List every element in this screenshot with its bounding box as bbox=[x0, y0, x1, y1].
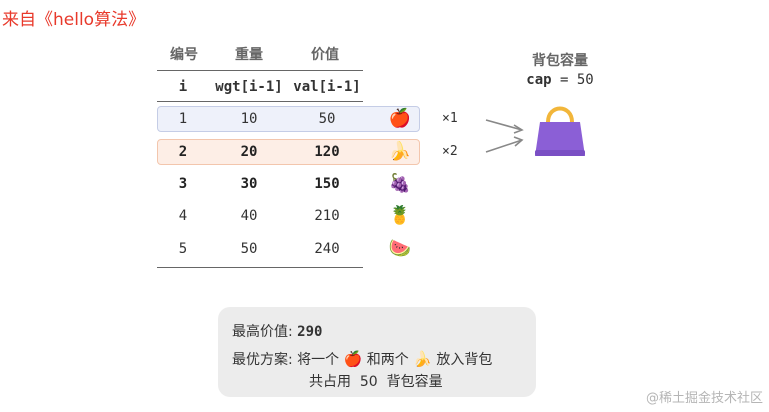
table-row: 4 40 210 🍍 bbox=[157, 203, 420, 229]
cell-id: 5 bbox=[178, 241, 188, 257]
apple-icon: 🍎 bbox=[343, 350, 363, 368]
subheader-val: val[i-1] bbox=[293, 79, 361, 95]
summary-max-value: 290 bbox=[297, 324, 323, 340]
bag-title: 背包容量 bbox=[532, 53, 588, 69]
cell-weight: 50 bbox=[240, 241, 258, 257]
grapes-icon: 🍇 bbox=[388, 173, 412, 194]
table-row: 1 10 50 🍎 bbox=[157, 106, 420, 132]
table-header-rule bbox=[157, 101, 363, 102]
multiplier-apple: ×1 bbox=[442, 111, 458, 126]
multiplier-banana: ×2 bbox=[442, 144, 458, 159]
table-bottom-rule bbox=[157, 267, 363, 268]
summary-plan-line: 最优方案: 将一个 🍎 和两个 🍌 放入背包 bbox=[232, 349, 492, 369]
cell-id: 4 bbox=[178, 208, 188, 224]
arrow-bottom bbox=[485, 139, 523, 153]
bag-cap-eq: = 50 bbox=[560, 72, 594, 88]
cell-weight: 30 bbox=[240, 176, 258, 192]
table-top-rule bbox=[157, 70, 363, 71]
subheader-wgt: wgt[i-1] bbox=[215, 79, 283, 95]
banana-icon: 🍌 bbox=[413, 350, 432, 368]
bag-base bbox=[535, 150, 585, 156]
summary-plan-part1: 将一个 bbox=[297, 352, 340, 368]
cell-value: 240 bbox=[314, 241, 340, 257]
summary-plan-label: 最优方案: bbox=[232, 352, 293, 368]
arrow-top bbox=[485, 119, 523, 131]
summary-max-line: 最高价值: 290 bbox=[232, 321, 322, 341]
handbag-icon bbox=[535, 106, 585, 156]
table-row: 5 50 240 🍉 bbox=[157, 236, 420, 262]
arrow-bottom-head bbox=[513, 136, 524, 147]
arrows bbox=[485, 119, 524, 153]
source-label: 来自《hello算法》 bbox=[2, 10, 146, 30]
cell-value: 50 bbox=[318, 111, 336, 127]
bag-handle bbox=[546, 106, 574, 123]
bag-capacity: cap = 50 bbox=[500, 72, 620, 88]
cell-value: 210 bbox=[314, 208, 340, 224]
apple-icon: 🍎 bbox=[388, 108, 412, 129]
cell-id: 2 bbox=[178, 144, 188, 160]
cell-value: 150 bbox=[314, 176, 340, 192]
summary-box: 最高价值: 290 最优方案: 将一个 🍎 和两个 🍌 放入背包 共占用 50 … bbox=[218, 307, 536, 397]
cell-id: 1 bbox=[178, 111, 188, 127]
table-row: 3 30 150 🍇 bbox=[157, 171, 420, 197]
watermelon-icon: 🍉 bbox=[388, 238, 412, 259]
bag-body bbox=[535, 122, 585, 156]
header-id: 编号 bbox=[170, 47, 198, 63]
banana-icon: 🍌 bbox=[388, 141, 412, 162]
header-value: 价值 bbox=[311, 47, 339, 63]
summary-plan-part3: 放入背包 bbox=[436, 352, 493, 368]
cell-weight: 10 bbox=[240, 111, 258, 127]
subheader-i: i bbox=[178, 79, 188, 95]
summary-capacity-line: 共占用 50 背包容量 bbox=[309, 374, 443, 390]
table-row: 2 20 120 🍌 bbox=[157, 139, 420, 165]
pineapple-icon: 🍍 bbox=[388, 205, 412, 226]
cell-id: 3 bbox=[178, 176, 188, 192]
row-highlight-banana bbox=[157, 139, 420, 165]
row-highlight-apple bbox=[157, 106, 420, 132]
watermark: @稀土掘金技术社区 bbox=[645, 391, 763, 406]
cell-weight: 20 bbox=[240, 144, 258, 160]
cell-weight: 40 bbox=[240, 208, 258, 224]
bag-cap-label: cap bbox=[526, 72, 552, 88]
summary-max-label: 最高价值: bbox=[232, 324, 293, 340]
cell-value: 120 bbox=[314, 144, 340, 160]
header-weight: 重量 bbox=[235, 47, 263, 63]
summary-plan-part2: 和两个 bbox=[366, 352, 409, 368]
arrow-top-head bbox=[513, 124, 524, 134]
